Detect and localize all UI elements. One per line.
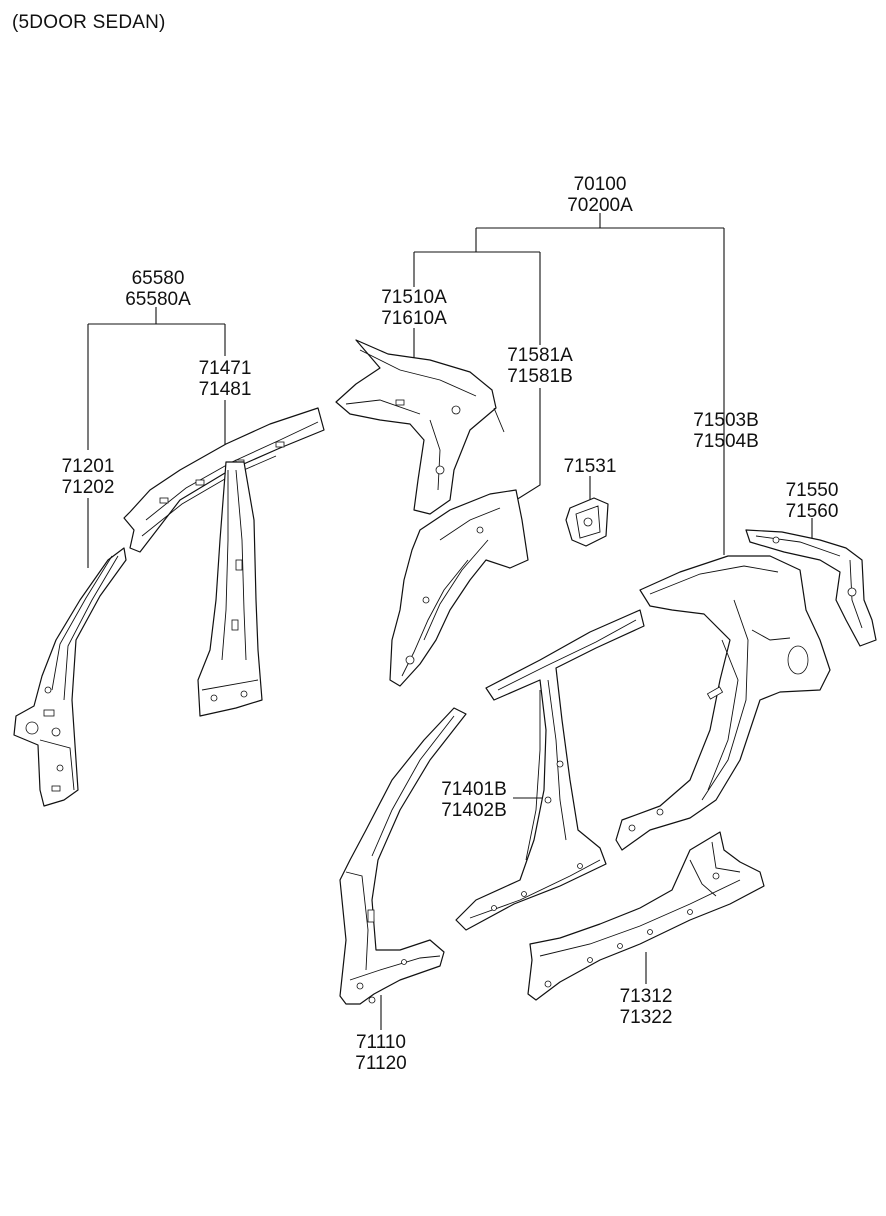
- callout-71550: 71550 71560: [786, 480, 839, 522]
- part-number: 71503B: [693, 410, 759, 431]
- part-center-pillar-outer: [455, 609, 645, 931]
- part-number: 71401B: [441, 779, 507, 800]
- part-quarter-panel-outer: [615, 555, 831, 851]
- part-center-pillar-inner: [197, 461, 263, 717]
- part-small-bracket: [565, 497, 609, 547]
- part-number: 71581A: [507, 345, 573, 366]
- part-rear-upper-inner: [335, 339, 505, 515]
- part-number-alt: 71560: [785, 501, 839, 522]
- part-number: 71531: [563, 456, 617, 477]
- part-number: 71312: [619, 986, 673, 1007]
- callout-71531: 71531: [564, 456, 617, 477]
- leader-65580: [87, 307, 226, 568]
- diagram-title: (5DOOR SEDAN): [12, 12, 166, 33]
- callout-71471: 71471 71481: [199, 358, 252, 400]
- part-number: 71201: [61, 456, 115, 477]
- part-number: 71110: [355, 1032, 406, 1053]
- part-number: 71471: [198, 358, 252, 379]
- part-number-alt: 71610A: [381, 308, 447, 329]
- callout-71201: 71201 71202: [62, 456, 115, 498]
- callout-71110: 71110 71120: [355, 1032, 406, 1074]
- part-number-alt: 71120: [355, 1053, 407, 1074]
- part-number-alt: 71581B: [507, 366, 573, 387]
- leader-70100: [475, 213, 725, 555]
- callout-71401: 71401B 71402B: [441, 779, 507, 821]
- callout-71312: 71312 71322: [620, 986, 673, 1028]
- part-front-pillar-inner: [13, 547, 127, 807]
- part-number-alt: 71322: [619, 1007, 673, 1028]
- callout-71510: 71510A 71610A: [381, 287, 447, 329]
- part-number-alt: 71402B: [441, 800, 507, 821]
- callout-71503: 71503B 71504B: [693, 410, 759, 452]
- callout-71581: 71581A 71581B: [507, 345, 573, 387]
- part-number: 65580: [131, 268, 185, 289]
- callout-70100: 70100 70200A: [567, 174, 633, 216]
- part-side-sill: [527, 831, 765, 1001]
- part-number-alt: 71202: [61, 477, 115, 498]
- part-number: 71510A: [381, 287, 447, 308]
- part-rear-inner-rail: [745, 529, 877, 647]
- part-front-pillar-outer: [339, 707, 467, 1005]
- leader-lines: [87, 213, 821, 1030]
- part-number: 70100: [573, 174, 627, 195]
- leader-71510-71581: [413, 251, 541, 501]
- part-number: 71550: [785, 480, 839, 501]
- part-number-alt: 71504B: [693, 431, 759, 452]
- part-number-alt: 70200A: [567, 195, 633, 216]
- callout-65580: 65580 65580A: [125, 268, 191, 310]
- part-wheel-house: [389, 489, 529, 687]
- part-number-alt: 71481: [198, 379, 252, 400]
- part-number-alt: 65580A: [125, 289, 191, 310]
